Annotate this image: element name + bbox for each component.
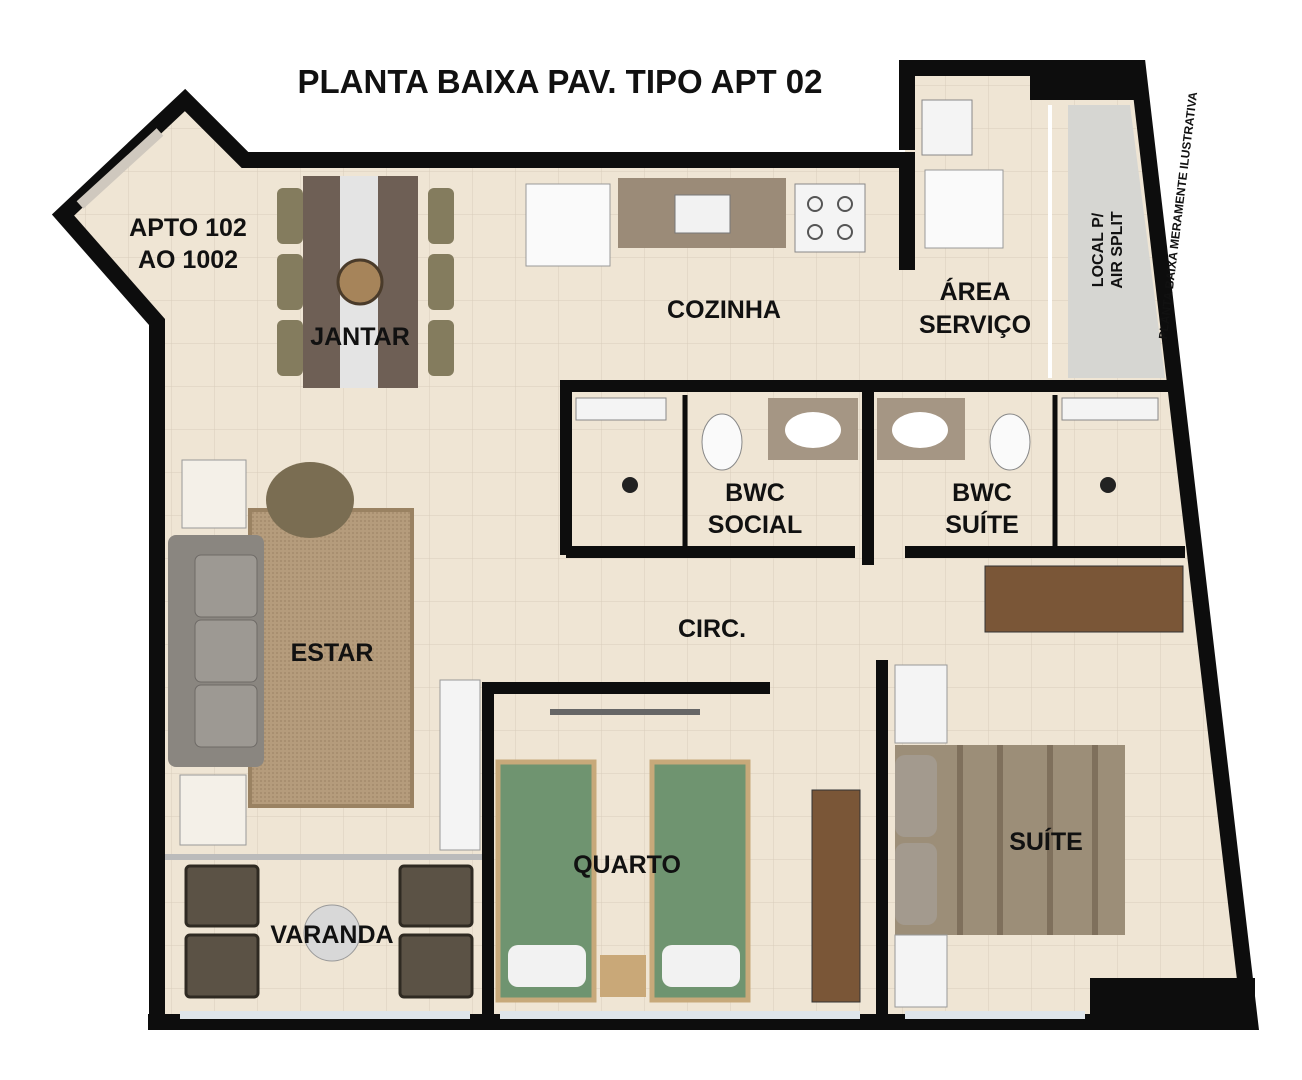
balcony-chairs [184, 864, 474, 999]
air-split-label-2: AIR SPLIT [1109, 211, 1126, 289]
wardrobe [984, 565, 1184, 633]
room-label-cozinha: COZINHA [667, 296, 781, 324]
shower-drain [1100, 477, 1116, 493]
sofa-cushions [194, 554, 258, 748]
shower-drain [622, 477, 638, 493]
room-label-bwc-social-1: BWC [725, 479, 785, 507]
fridge [525, 183, 611, 267]
room-label-suite: SUÍTE [1009, 827, 1083, 856]
room-label-bwc-suite-2: SUÍTE [945, 510, 1019, 539]
wardrobe [811, 789, 861, 1003]
side-table [181, 459, 247, 529]
pillow [895, 755, 937, 837]
stove-burners [807, 196, 853, 240]
balcony-table [303, 904, 361, 962]
laundry-tank [921, 99, 973, 156]
tv-rack [439, 679, 481, 851]
pillow [508, 945, 586, 987]
room-label-quarto: QUARTO [573, 851, 681, 879]
dining-chairs [277, 188, 454, 376]
room-label-circ: CIRC. [678, 615, 746, 643]
room-label-jantar: JANTAR [310, 323, 410, 351]
room-label-bwc-social-2: SOCIAL [708, 511, 802, 539]
wall-block [1030, 68, 1140, 100]
nightstand [894, 934, 948, 1008]
stove [794, 183, 866, 253]
toilet [989, 413, 1031, 471]
pillow [895, 843, 937, 925]
air-split-label-1: LOCAL P/ [1090, 212, 1107, 287]
apartment-note-line2: AO 1002 [138, 246, 238, 274]
washbasin [785, 412, 841, 448]
apartment-note-line1: APTO 102 [129, 214, 247, 242]
room-label-estar: ESTAR [291, 639, 374, 667]
air-split-area [1068, 105, 1165, 378]
nightstand [894, 664, 948, 744]
armchair [266, 462, 354, 538]
kitchen-sink [674, 194, 731, 234]
bed-stripes [957, 745, 1098, 935]
shower-boxes [575, 397, 1159, 421]
toilet [701, 413, 743, 471]
centerpiece [336, 258, 384, 306]
interior-walls [482, 105, 1185, 1018]
plan-title: PLANTA BAIXA PAV. TIPO APT 02 [297, 63, 822, 100]
window [76, 128, 164, 209]
room-label-varanda: VARANDA [270, 921, 393, 949]
wall-block [1090, 978, 1255, 1022]
room-label-area-servico-2: SERVIÇO [919, 311, 1031, 339]
nightstand [600, 955, 646, 997]
room-label-bwc-suite-1: BWC [952, 479, 1012, 507]
side-table [179, 774, 247, 846]
washbasin [892, 412, 948, 448]
pillow [662, 945, 740, 987]
rug [248, 508, 414, 808]
room-label-area-servico-1: ÁREA [940, 277, 1011, 306]
washing-machine [924, 169, 1004, 249]
